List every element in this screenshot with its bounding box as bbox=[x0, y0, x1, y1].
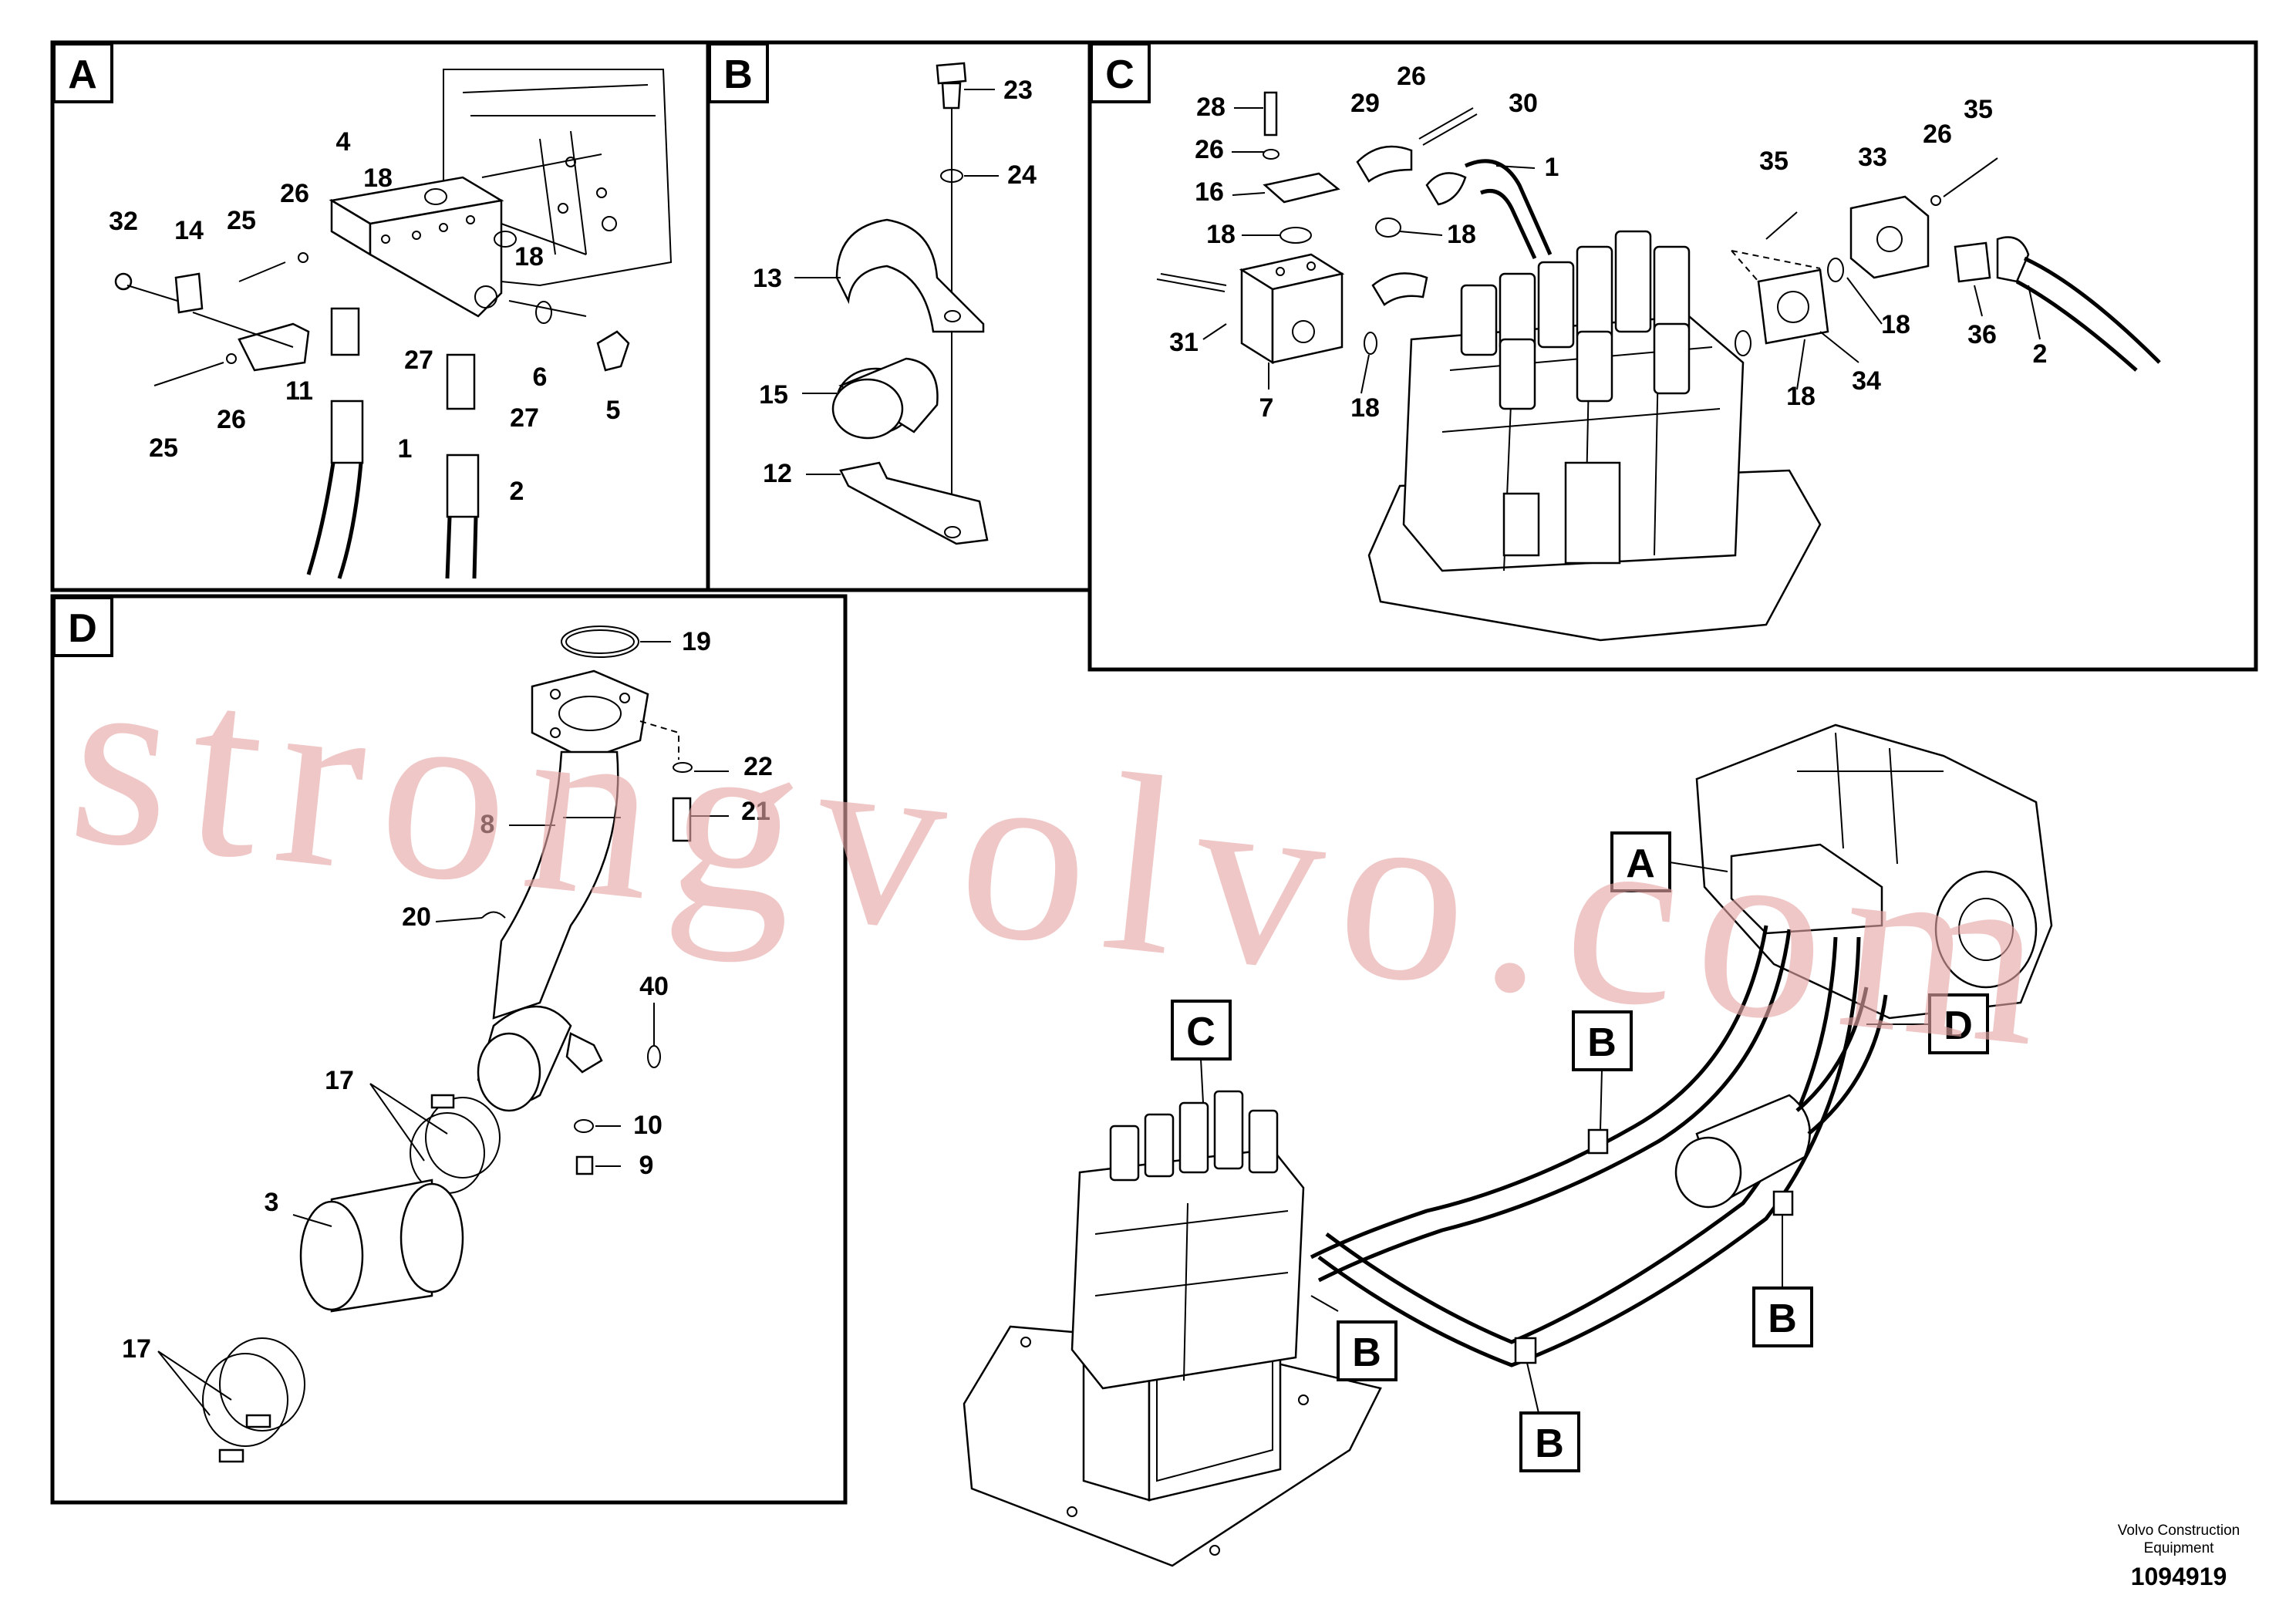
callout-c: C bbox=[1171, 1000, 1232, 1104]
overview-drawing bbox=[963, 723, 2053, 1567]
svg-text:31: 31 bbox=[1169, 328, 1199, 357]
svg-text:18: 18 bbox=[1350, 393, 1380, 423]
svg-text:15: 15 bbox=[759, 380, 788, 410]
drawing-number: 1094919 bbox=[2131, 1563, 2227, 1590]
svg-text:2: 2 bbox=[510, 477, 524, 506]
svg-text:A: A bbox=[68, 52, 97, 97]
callout-b-1: B bbox=[1572, 1010, 1633, 1131]
svg-text:25: 25 bbox=[227, 206, 256, 235]
svg-text:6: 6 bbox=[533, 363, 548, 392]
svg-text:24: 24 bbox=[1007, 160, 1037, 190]
svg-text:4: 4 bbox=[336, 127, 351, 157]
panel-c-caption: C bbox=[1090, 42, 1151, 103]
svg-text:26: 26 bbox=[1923, 120, 1952, 149]
svg-text:18: 18 bbox=[1881, 310, 1910, 339]
svg-text:9: 9 bbox=[639, 1151, 654, 1180]
svg-text:11: 11 bbox=[285, 376, 313, 406]
panel-c-drawing bbox=[1156, 91, 2161, 642]
company-name-line2: Equipment bbox=[2144, 1540, 2215, 1556]
svg-text:B: B bbox=[1768, 1297, 1797, 1341]
svg-text:20: 20 bbox=[402, 902, 431, 932]
svg-text:32: 32 bbox=[109, 207, 138, 236]
svg-text:16: 16 bbox=[1195, 177, 1224, 207]
svg-text:18: 18 bbox=[1786, 382, 1816, 411]
svg-text:30: 30 bbox=[1509, 89, 1538, 118]
panel-d-frame bbox=[50, 594, 848, 1505]
svg-text:18: 18 bbox=[514, 242, 544, 271]
watermark: strongvolvo.com bbox=[59, 612, 2073, 1101]
svg-text:3: 3 bbox=[265, 1188, 279, 1217]
panel-b-drawing bbox=[831, 62, 989, 545]
svg-text:1: 1 bbox=[1545, 153, 1559, 182]
panel-a-labels: 4 18 32 14 25 26 18 27 6 5 11 27 25 26 1… bbox=[109, 127, 620, 506]
svg-text:14: 14 bbox=[174, 216, 204, 245]
callout-b-4: B bbox=[1519, 1362, 1580, 1472]
svg-text:26: 26 bbox=[280, 179, 309, 208]
svg-text:D: D bbox=[1944, 1003, 1973, 1048]
svg-text:33: 33 bbox=[1858, 143, 1887, 172]
svg-text:35: 35 bbox=[1759, 147, 1789, 176]
svg-text:40: 40 bbox=[639, 972, 669, 1001]
panel-a-drawing bbox=[114, 69, 673, 579]
svg-text:B: B bbox=[1535, 1421, 1564, 1466]
panel-a-caption: A bbox=[52, 42, 113, 103]
svg-text:18: 18 bbox=[1447, 220, 1476, 249]
svg-text:17: 17 bbox=[325, 1066, 354, 1095]
svg-text:26: 26 bbox=[217, 405, 246, 434]
svg-text:5: 5 bbox=[606, 396, 621, 425]
svg-text:10: 10 bbox=[633, 1111, 663, 1140]
panel-c-frame bbox=[1087, 40, 2258, 672]
svg-text:2: 2 bbox=[2033, 339, 2048, 369]
panel-d-drawing bbox=[202, 626, 693, 1463]
svg-text:B: B bbox=[1352, 1330, 1381, 1375]
panel-a-frame bbox=[50, 40, 710, 592]
panel-d-caption: D bbox=[52, 596, 113, 657]
svg-text:1: 1 bbox=[398, 434, 413, 464]
svg-text:21: 21 bbox=[741, 797, 770, 826]
svg-text:25: 25 bbox=[149, 433, 178, 463]
footer: Volvo Construction Equipment 1094919 bbox=[2118, 1523, 2240, 1590]
svg-text:18: 18 bbox=[1206, 220, 1236, 249]
panel-b-labels: 23 24 13 15 12 bbox=[753, 76, 1037, 488]
svg-text:19: 19 bbox=[682, 627, 711, 656]
svg-text:22: 22 bbox=[743, 752, 773, 781]
svg-text:36: 36 bbox=[1967, 320, 1997, 349]
svg-text:17: 17 bbox=[122, 1334, 151, 1364]
svg-text:35: 35 bbox=[1964, 95, 1993, 124]
svg-text:C: C bbox=[1186, 1010, 1215, 1054]
svg-text:A: A bbox=[1626, 841, 1655, 886]
callout-a: A bbox=[1610, 831, 1728, 892]
callout-b-2: B bbox=[1310, 1295, 1397, 1381]
panel-c-labels: 28 29 26 30 26 1 16 18 18 31 7 18 35 33 … bbox=[1169, 62, 2047, 423]
svg-text:26: 26 bbox=[1195, 135, 1224, 164]
svg-text:B: B bbox=[723, 52, 753, 97]
svg-text:7: 7 bbox=[1259, 393, 1274, 423]
svg-text:8: 8 bbox=[480, 810, 495, 839]
panel-b-caption: B bbox=[708, 42, 769, 103]
svg-text:B: B bbox=[1587, 1020, 1617, 1065]
svg-text:D: D bbox=[68, 606, 97, 651]
svg-text:12: 12 bbox=[763, 459, 792, 488]
svg-text:29: 29 bbox=[1350, 89, 1380, 118]
callout-d: D bbox=[1866, 993, 1989, 1054]
svg-text:13: 13 bbox=[753, 264, 782, 293]
svg-text:C: C bbox=[1105, 52, 1135, 97]
svg-text:26: 26 bbox=[1397, 62, 1426, 91]
svg-text:34: 34 bbox=[1852, 366, 1881, 396]
svg-text:23: 23 bbox=[1003, 76, 1033, 105]
panel-d-labels: 19 22 8 21 20 40 17 10 9 3 17 bbox=[122, 627, 773, 1416]
company-name-line1: Volvo Construction bbox=[2118, 1523, 2240, 1539]
svg-text:18: 18 bbox=[363, 164, 393, 193]
svg-text:27: 27 bbox=[404, 346, 433, 375]
callout-b-3: B bbox=[1752, 1215, 1813, 1347]
svg-text:28: 28 bbox=[1196, 93, 1226, 122]
svg-text:27: 27 bbox=[510, 403, 539, 433]
